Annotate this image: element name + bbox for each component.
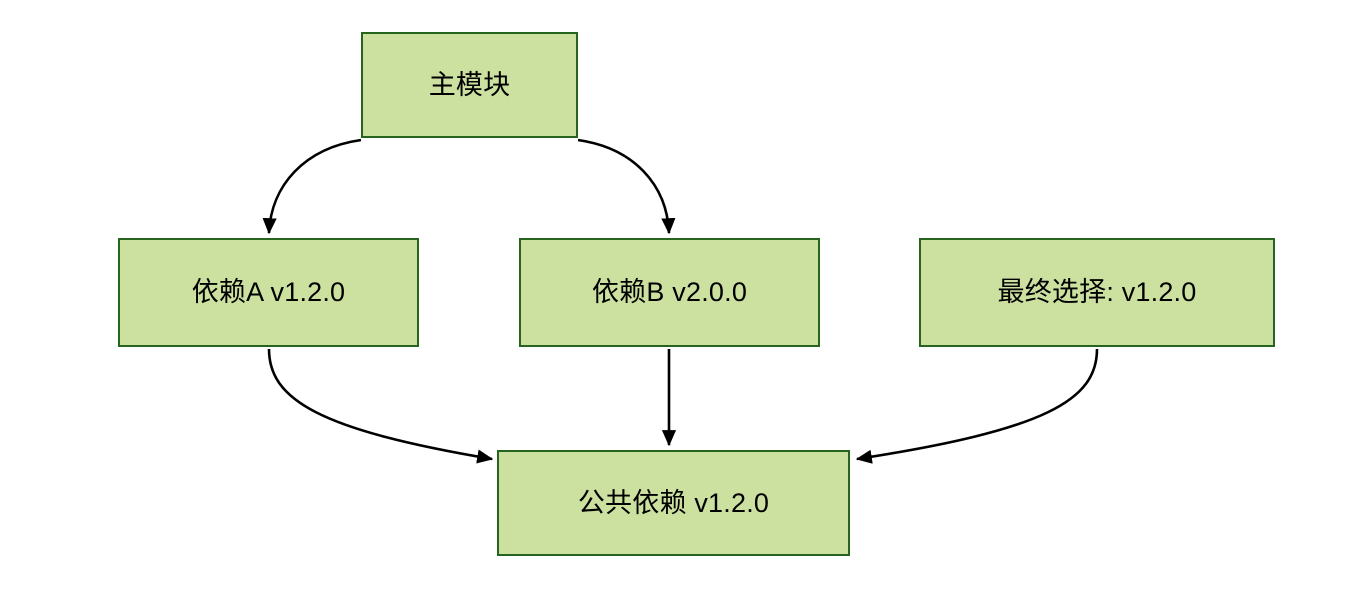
- node-dependency-a[interactable]: 依赖A v1.2.0: [118, 238, 419, 347]
- edge-final-to-shared: [855, 348, 1099, 464]
- node-dependency-b-label: 依赖B v2.0.0: [591, 277, 748, 308]
- node-main-module-label: 主模块: [428, 69, 511, 100]
- node-dependency-b[interactable]: 依赖B v2.0.0: [519, 238, 820, 347]
- edge-main-to-dep-a: [262, 138, 362, 235]
- node-dependency-a-label: 依赖A v1.2.0: [191, 277, 346, 308]
- node-shared-dependency-label: 公共依赖 v1.2.0: [577, 487, 770, 518]
- edge-dep-a-to-shared: [267, 348, 494, 464]
- node-main-module[interactable]: 主模块: [361, 32, 578, 138]
- node-final-selection[interactable]: 最终选择: v1.2.0: [919, 238, 1275, 347]
- node-final-selection-label: 最终选择: v1.2.0: [997, 277, 1197, 308]
- edge-main-to-dep-b: [577, 138, 676, 235]
- node-shared-dependency[interactable]: 公共依赖 v1.2.0: [497, 450, 850, 556]
